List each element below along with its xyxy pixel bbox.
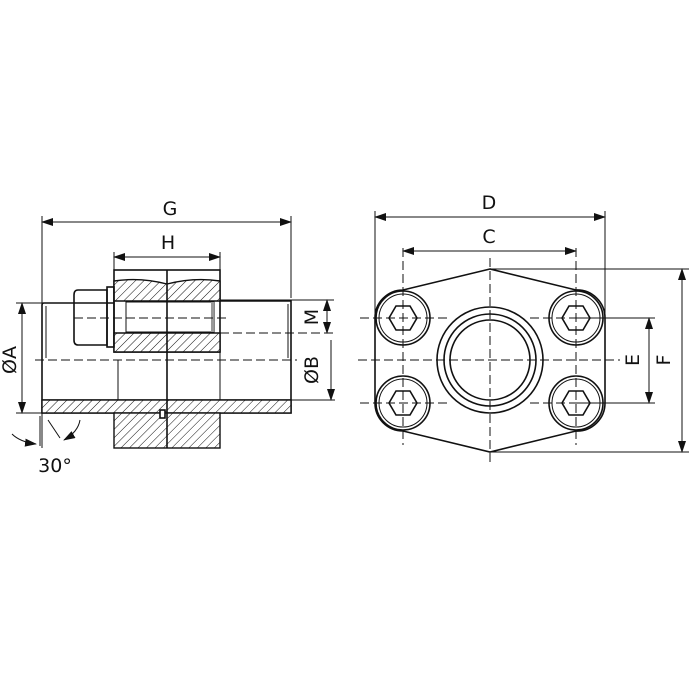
dimension-h: H [113,232,221,270]
dimension-a: ØA [0,302,44,414]
label-d: D [482,192,497,214]
dimension-e: E [576,317,655,404]
dimension-d: D [374,192,606,318]
label-c: C [482,226,495,248]
label-a: ØA [0,346,21,374]
centerlines [358,248,620,462]
flange-section [113,269,221,449]
dimension-g: G [41,198,292,448]
dimension-b: ØB [291,340,335,401]
dimension-f: F [490,268,689,453]
chamfer-angle: 30° [11,416,81,477]
dimension-m: M [220,299,334,334]
label-e: E [622,354,644,366]
dimension-c: C [402,226,577,255]
label-angle: 30° [38,455,72,477]
label-f: F [653,355,675,366]
bolt [73,286,226,348]
label-b: ØB [301,356,323,384]
label-h: H [161,232,175,254]
front-view: D C E F [358,192,689,462]
side-section-view: G H ØA M ØB 30° [0,198,335,477]
label-m: M [301,309,323,325]
label-g: G [163,198,178,220]
